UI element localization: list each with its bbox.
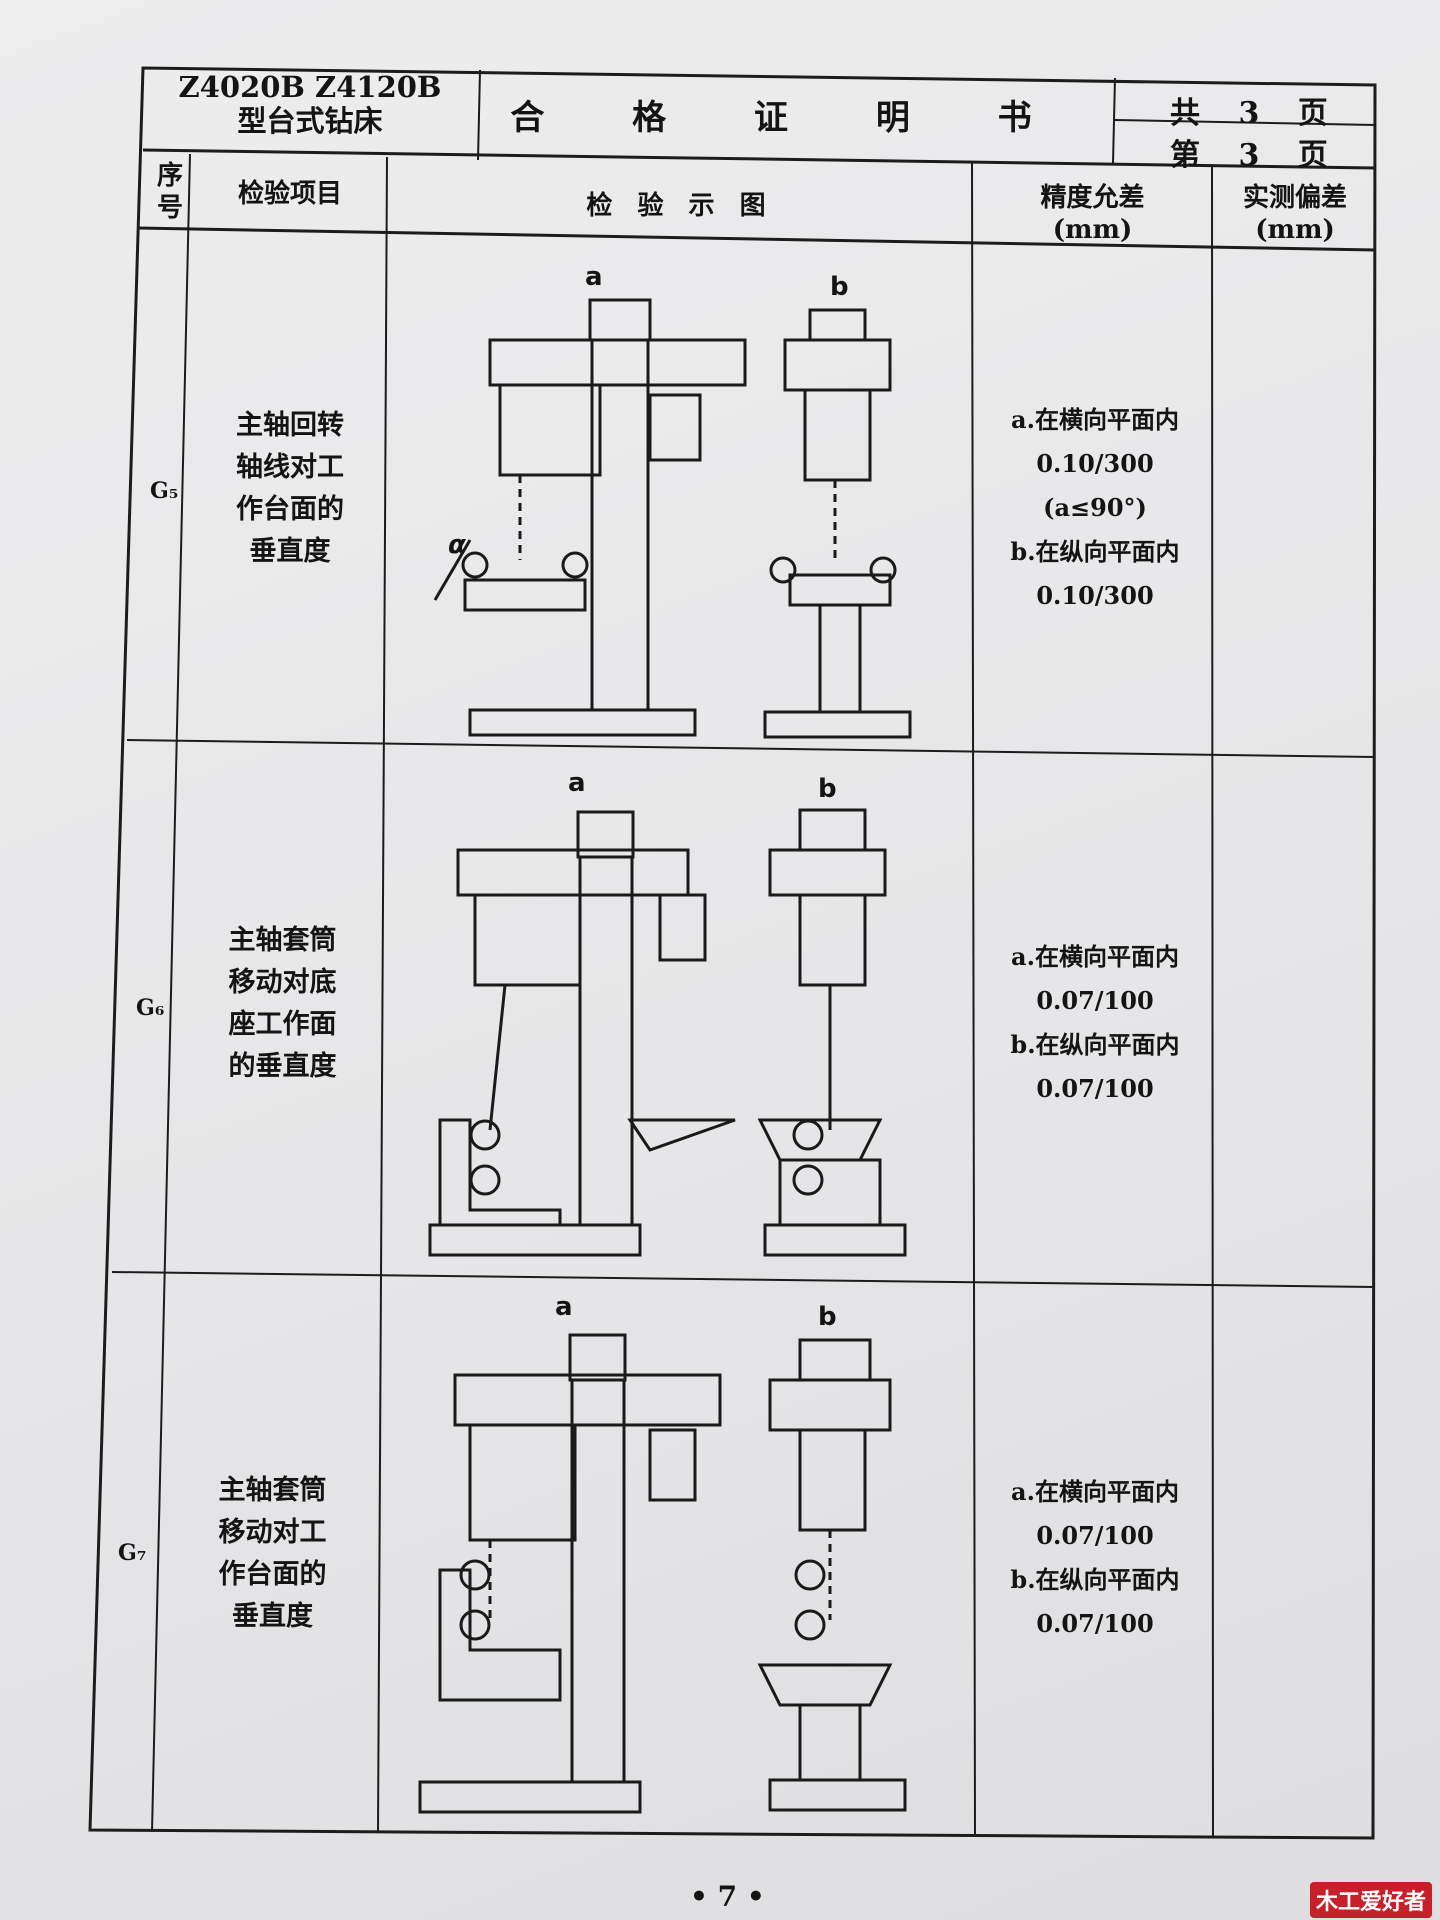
tolerance-label: 精度允差 xyxy=(1040,183,1145,213)
item-line: 主轴套筒 xyxy=(218,1475,327,1506)
tolerance-line: a.在横向平面内 xyxy=(1011,1477,1179,1506)
measured-label: 实测偏差 xyxy=(1242,183,1347,213)
tolerance-line: 0.10/300 xyxy=(1036,581,1154,610)
row-tolerance-g5: a.在横向平面内 0.10/300 (a≤90°) b.在纵向平面内 0.10/… xyxy=(985,398,1205,618)
tolerance-line: 0.07/100 xyxy=(1036,1521,1154,1550)
row-code-g5: G₅ xyxy=(150,478,179,504)
row-item-g5: 主轴回转 轴线对工 作台面的 垂直度 xyxy=(205,405,375,573)
model-line-2: 型台式钻床 xyxy=(237,104,383,138)
col-header-item: 检验项目 xyxy=(237,179,342,209)
col-header-diagram: 检 验 示 图 xyxy=(586,191,774,221)
document-title: 合 格 证 明 书 xyxy=(510,98,1070,138)
diagram-label-a: a xyxy=(555,1292,573,1322)
item-line: 垂直度 xyxy=(232,1601,313,1632)
item-line: 座工作面 xyxy=(228,1009,337,1040)
row-tolerance-g7: a.在横向平面内 0.07/100 b.在纵向平面内 0.07/100 xyxy=(985,1470,1205,1646)
tolerance-unit: (mm) xyxy=(1052,215,1133,245)
angle-symbol: α xyxy=(448,530,466,560)
tolerance-line: b.在纵向平面内 xyxy=(1010,537,1180,566)
item-line: 主轴回转 xyxy=(236,410,344,441)
col-header-tolerance: 精度允差 (mm) xyxy=(975,182,1210,246)
row-code-g6: G₆ xyxy=(136,995,165,1021)
diagram-label-a: a xyxy=(585,262,603,292)
row-tolerance-g6: a.在横向平面内 0.07/100 b.在纵向平面内 0.07/100 xyxy=(985,935,1205,1111)
item-line: 轴线对工 xyxy=(236,452,344,483)
item-line: 作台面的 xyxy=(218,1559,327,1590)
tolerance-line: 0.07/100 xyxy=(1036,1609,1154,1638)
item-line: 垂直度 xyxy=(249,536,331,567)
item-line: 作台面的 xyxy=(236,494,344,525)
current-page: 第 3 页 xyxy=(1170,138,1342,173)
diagram-label-b: b xyxy=(830,272,849,302)
tolerance-line: 0.07/100 xyxy=(1036,1074,1154,1103)
tolerance-line: 0.07/100 xyxy=(1036,986,1154,1015)
tolerance-line: 0.10/300 xyxy=(1036,449,1154,478)
total-pages: 共 3 页 xyxy=(1170,96,1342,131)
measured-unit: (mm) xyxy=(1255,215,1335,245)
watermark-logo: 木工爱好者 xyxy=(1310,1882,1433,1918)
item-line: 的垂直度 xyxy=(228,1051,337,1082)
tolerance-line: (a≤90°) xyxy=(1043,493,1147,522)
diagram-label-b: b xyxy=(818,774,837,804)
diagram-label-b: b xyxy=(818,1302,837,1332)
col-header-seq: 序号 xyxy=(156,161,183,223)
item-line: 主轴套筒 xyxy=(228,925,337,956)
item-line: 移动对工 xyxy=(218,1517,327,1548)
row-item-g7: 主轴套筒 移动对工 作台面的 垂直度 xyxy=(180,1470,365,1638)
row-item-g6: 主轴套筒 移动对底 座工作面 的垂直度 xyxy=(195,920,370,1088)
diagram-label-a: a xyxy=(568,768,586,798)
model-line-1: Z4020B Z4120B xyxy=(178,70,442,104)
col-header-measured: 实测偏差 (mm) xyxy=(1215,182,1375,246)
model-name: Z4020B Z4120B 型台式钻床 xyxy=(150,70,470,138)
tolerance-line: b.在纵向平面内 xyxy=(1010,1565,1180,1594)
page-number: • 7 • xyxy=(690,1880,765,1913)
tolerance-line: a.在横向平面内 xyxy=(1011,942,1179,971)
tolerance-line: a.在横向平面内 xyxy=(1011,405,1179,434)
row-code-g7: G₇ xyxy=(118,1540,147,1566)
item-line: 移动对底 xyxy=(228,967,337,998)
tolerance-line: b.在纵向平面内 xyxy=(1010,1030,1180,1059)
